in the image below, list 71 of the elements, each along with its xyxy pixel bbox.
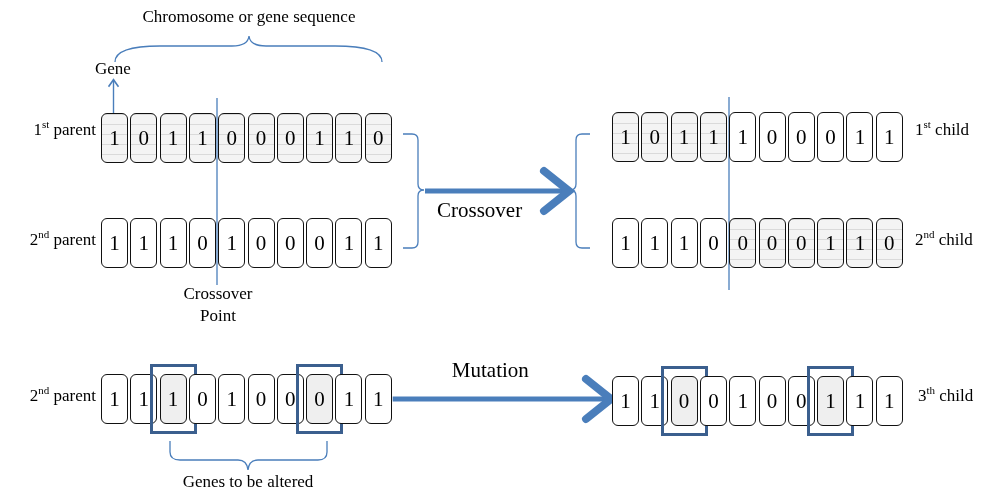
edge-label: Crossover [437,199,523,223]
gene-cell: 1 [218,374,246,424]
gene-cell: 0 [817,112,845,162]
gene-cell: 0 [130,113,158,163]
gene-cell: 1 [875,376,903,426]
point-label: Crossover Point [182,283,254,328]
gene-cell: 0 [188,374,216,424]
gene-cell: 0 [670,376,698,426]
gene-cell: 0 [729,218,757,268]
gene-cell: 1 [729,112,757,162]
gene-cell: 0 [641,112,669,162]
gene-cell: 1 [364,218,392,268]
gene-cell: 1 [817,376,845,426]
gene-cell: 0 [758,376,786,426]
gene-cell: 1 [846,218,874,268]
bracket-label: Genes to be altered [181,473,315,492]
gene-cell: 1 [729,376,757,426]
edge-label: Mutation [451,359,529,383]
gene-cell: 1 [846,112,874,162]
row-label: 2$^{nd}$ parent [28,384,96,406]
heading: Chromosome or gene sequence [141,8,357,27]
gene-cell: 1 [159,113,187,163]
brace [402,133,425,249]
gene-cell: 0 [787,218,815,268]
gene-cell: 0 [218,113,246,163]
gene-cell: 0 [247,113,275,163]
gene-cell: 1 [306,113,334,163]
gene-cell: 1 [612,376,639,426]
gene-cell: 1 [101,374,128,424]
row-label: 2$^{nd}$ parent [28,228,96,250]
gene-cell: 1 [335,113,363,163]
row-label: 1$^{st}$ parent [32,118,96,140]
gene-cell: 1 [846,376,874,426]
gene-cell: 1 [699,112,727,162]
arrow [425,167,573,215]
row-label: 1$^{st}$ child [915,118,971,140]
gene-cell: 1 [335,218,363,268]
row-label: 2$^{nd}$ child [915,228,974,250]
gene-cell: 1 [670,218,698,268]
gene-cell: 0 [875,218,903,268]
row-label: 3$^{th}$ child [918,384,975,406]
gene-cell: 1 [188,113,216,163]
gene-cell: 1 [335,374,363,424]
gene-cell: 0 [188,218,216,268]
gene-cell: 1 [159,374,187,424]
gene-cell: 1 [159,218,187,268]
gene-cell: 1 [101,218,128,268]
gene-cell: 1 [817,218,845,268]
gene-cell: 1 [218,218,246,268]
gene-cell: 0 [364,113,392,163]
gene-cell: 1 [641,218,669,268]
gene-cell: 1 [612,112,639,162]
gene-label: Gene [95,60,131,79]
gene-cell: 1 [612,218,639,268]
gene-cell: 1 [875,112,903,162]
gene-cell: 1 [101,113,128,163]
gene-cell: 1 [364,374,392,424]
arrow [107,78,120,114]
gene-cell: 1 [130,218,158,268]
gene-cell: 0 [247,218,275,268]
gene-cell: 0 [699,218,727,268]
gene-cell: 0 [758,112,786,162]
gene-cell: 0 [699,376,727,426]
gene-cell: 0 [276,218,304,268]
gene-cell: 0 [758,218,786,268]
gene-cell: 0 [787,112,815,162]
gene-cell: 0 [247,374,275,424]
gene-cell: 0 [306,218,334,268]
gene-cell: 0 [306,374,334,424]
gene-cell: 0 [276,113,304,163]
gene-cell: 1 [670,112,698,162]
